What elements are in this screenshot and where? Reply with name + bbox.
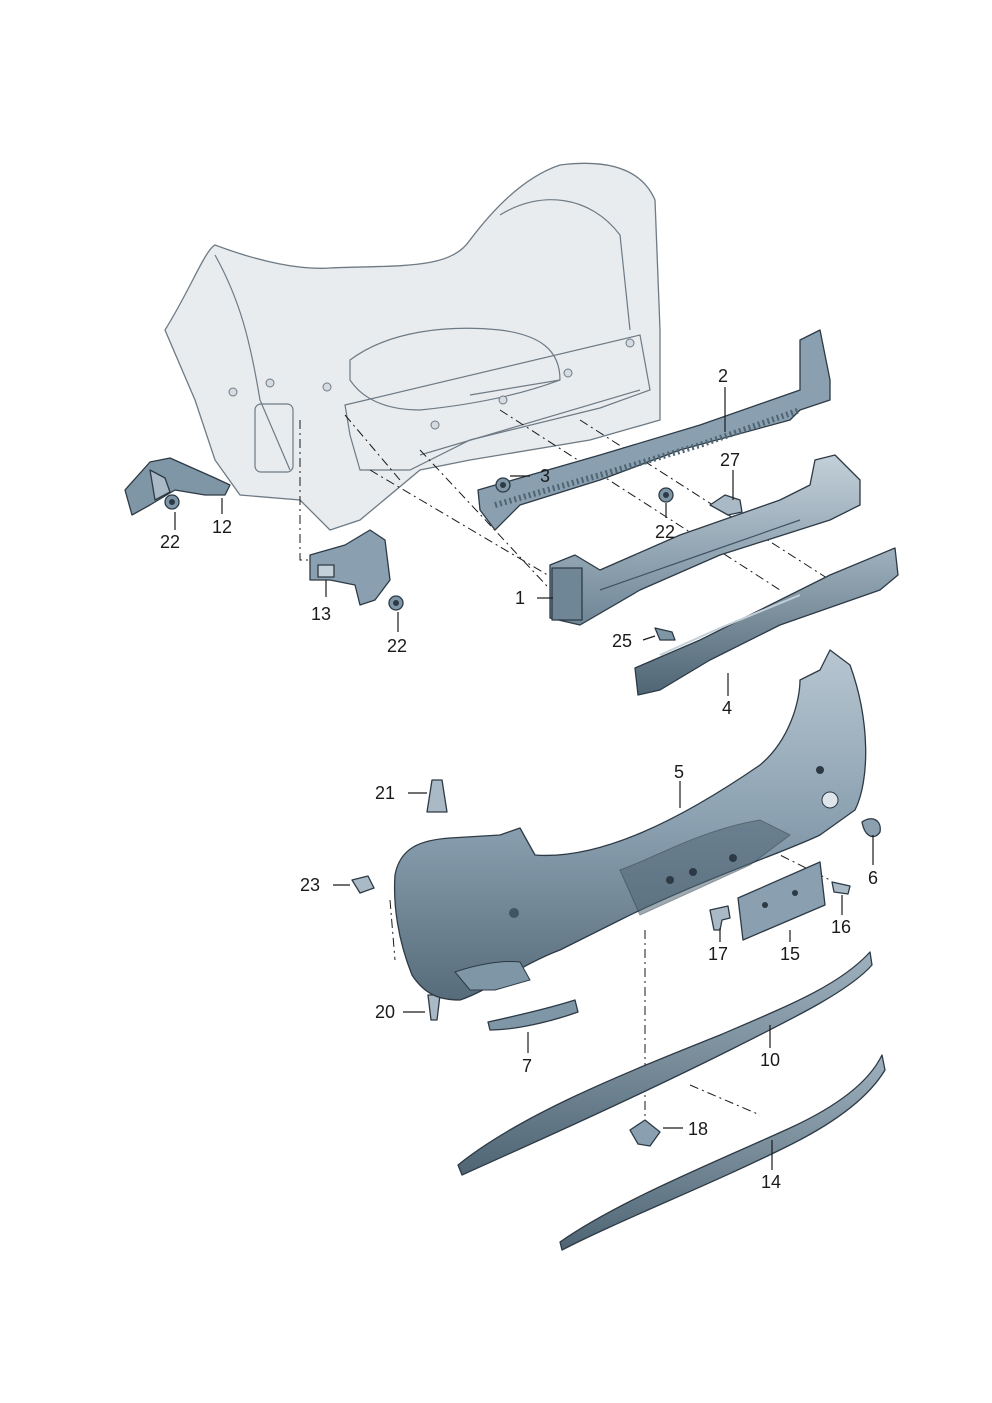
callout-20: 20 [375, 1002, 395, 1022]
callout-22: 22 [387, 636, 407, 656]
callout-23: 23 [300, 875, 320, 895]
part-7-reflector-trim [487, 999, 579, 1031]
bolt-25 [654, 627, 676, 641]
callout-27: 27 [720, 450, 740, 470]
callout-22: 22 [655, 522, 675, 542]
callout-10: 10 [760, 1050, 780, 1070]
callout-16: 16 [831, 917, 851, 937]
cap-6 [861, 818, 881, 838]
part-13-guide-bracket [309, 529, 391, 606]
weld-stud [265, 378, 275, 388]
callout-6: 6 [868, 868, 878, 888]
callout-4: 4 [722, 698, 732, 718]
callout-3: 3 [540, 466, 550, 486]
part-1-bumper-beam [549, 454, 861, 626]
callout-labels: 2 3 22 12 27 22 1 13 22 25 4 5 21 6 23 1… [160, 366, 878, 1192]
diffuser-strip [559, 1054, 886, 1251]
weld-stud [228, 387, 238, 397]
vehicle-rear-body [164, 162, 661, 531]
weld-stud [563, 368, 573, 378]
part-27-clip [709, 494, 743, 516]
right-inner-panel [499, 199, 631, 331]
callout-1: 1 [515, 588, 525, 608]
callout-21: 21 [375, 783, 395, 803]
callout-7: 7 [522, 1056, 532, 1076]
leader-lines [174, 387, 874, 1170]
clip-18 [629, 1119, 661, 1147]
callout-5: 5 [674, 762, 684, 782]
callout-15: 15 [780, 944, 800, 964]
body-shell [164, 162, 661, 531]
weld-stud [322, 382, 332, 392]
left-light-opening [254, 403, 294, 473]
weld-stud [498, 395, 508, 405]
weld-stud [430, 420, 440, 430]
impact-absorber [477, 329, 831, 531]
lower-trim [457, 951, 873, 1176]
reflector-trim [487, 999, 579, 1031]
part-2-impact-absorber [477, 329, 831, 531]
part-15-plate-holder [737, 861, 826, 941]
callout-14: 14 [761, 1172, 781, 1192]
bumper-beam [549, 454, 861, 626]
part-5-bumper-cover [393, 649, 867, 1001]
callout-12: 12 [212, 517, 232, 537]
screw-20 [427, 994, 441, 1021]
cap-21 [426, 779, 448, 813]
plate-holder [737, 861, 826, 941]
fasteners [164, 477, 881, 1147]
weld-stud [625, 338, 635, 348]
screw-16 [831, 881, 851, 895]
clip-23 [351, 875, 375, 894]
left-pillar [214, 254, 291, 471]
callout-2: 2 [718, 366, 728, 386]
part-4-foam-absorber [634, 547, 899, 696]
callout-25: 25 [612, 631, 632, 651]
part-14-diffuser-strip [559, 1054, 886, 1251]
rear-panel-edge [419, 389, 641, 456]
bolt-17 [709, 905, 731, 931]
part-10-lower-trim [457, 951, 873, 1176]
guide-bracket [309, 529, 391, 606]
callout-22: 22 [160, 532, 180, 552]
callout-13: 13 [311, 604, 331, 624]
callout-18: 18 [688, 1119, 708, 1139]
rear-panel-slot [469, 379, 561, 396]
callout-17: 17 [708, 944, 728, 964]
part-12-side-bracket [124, 457, 231, 516]
